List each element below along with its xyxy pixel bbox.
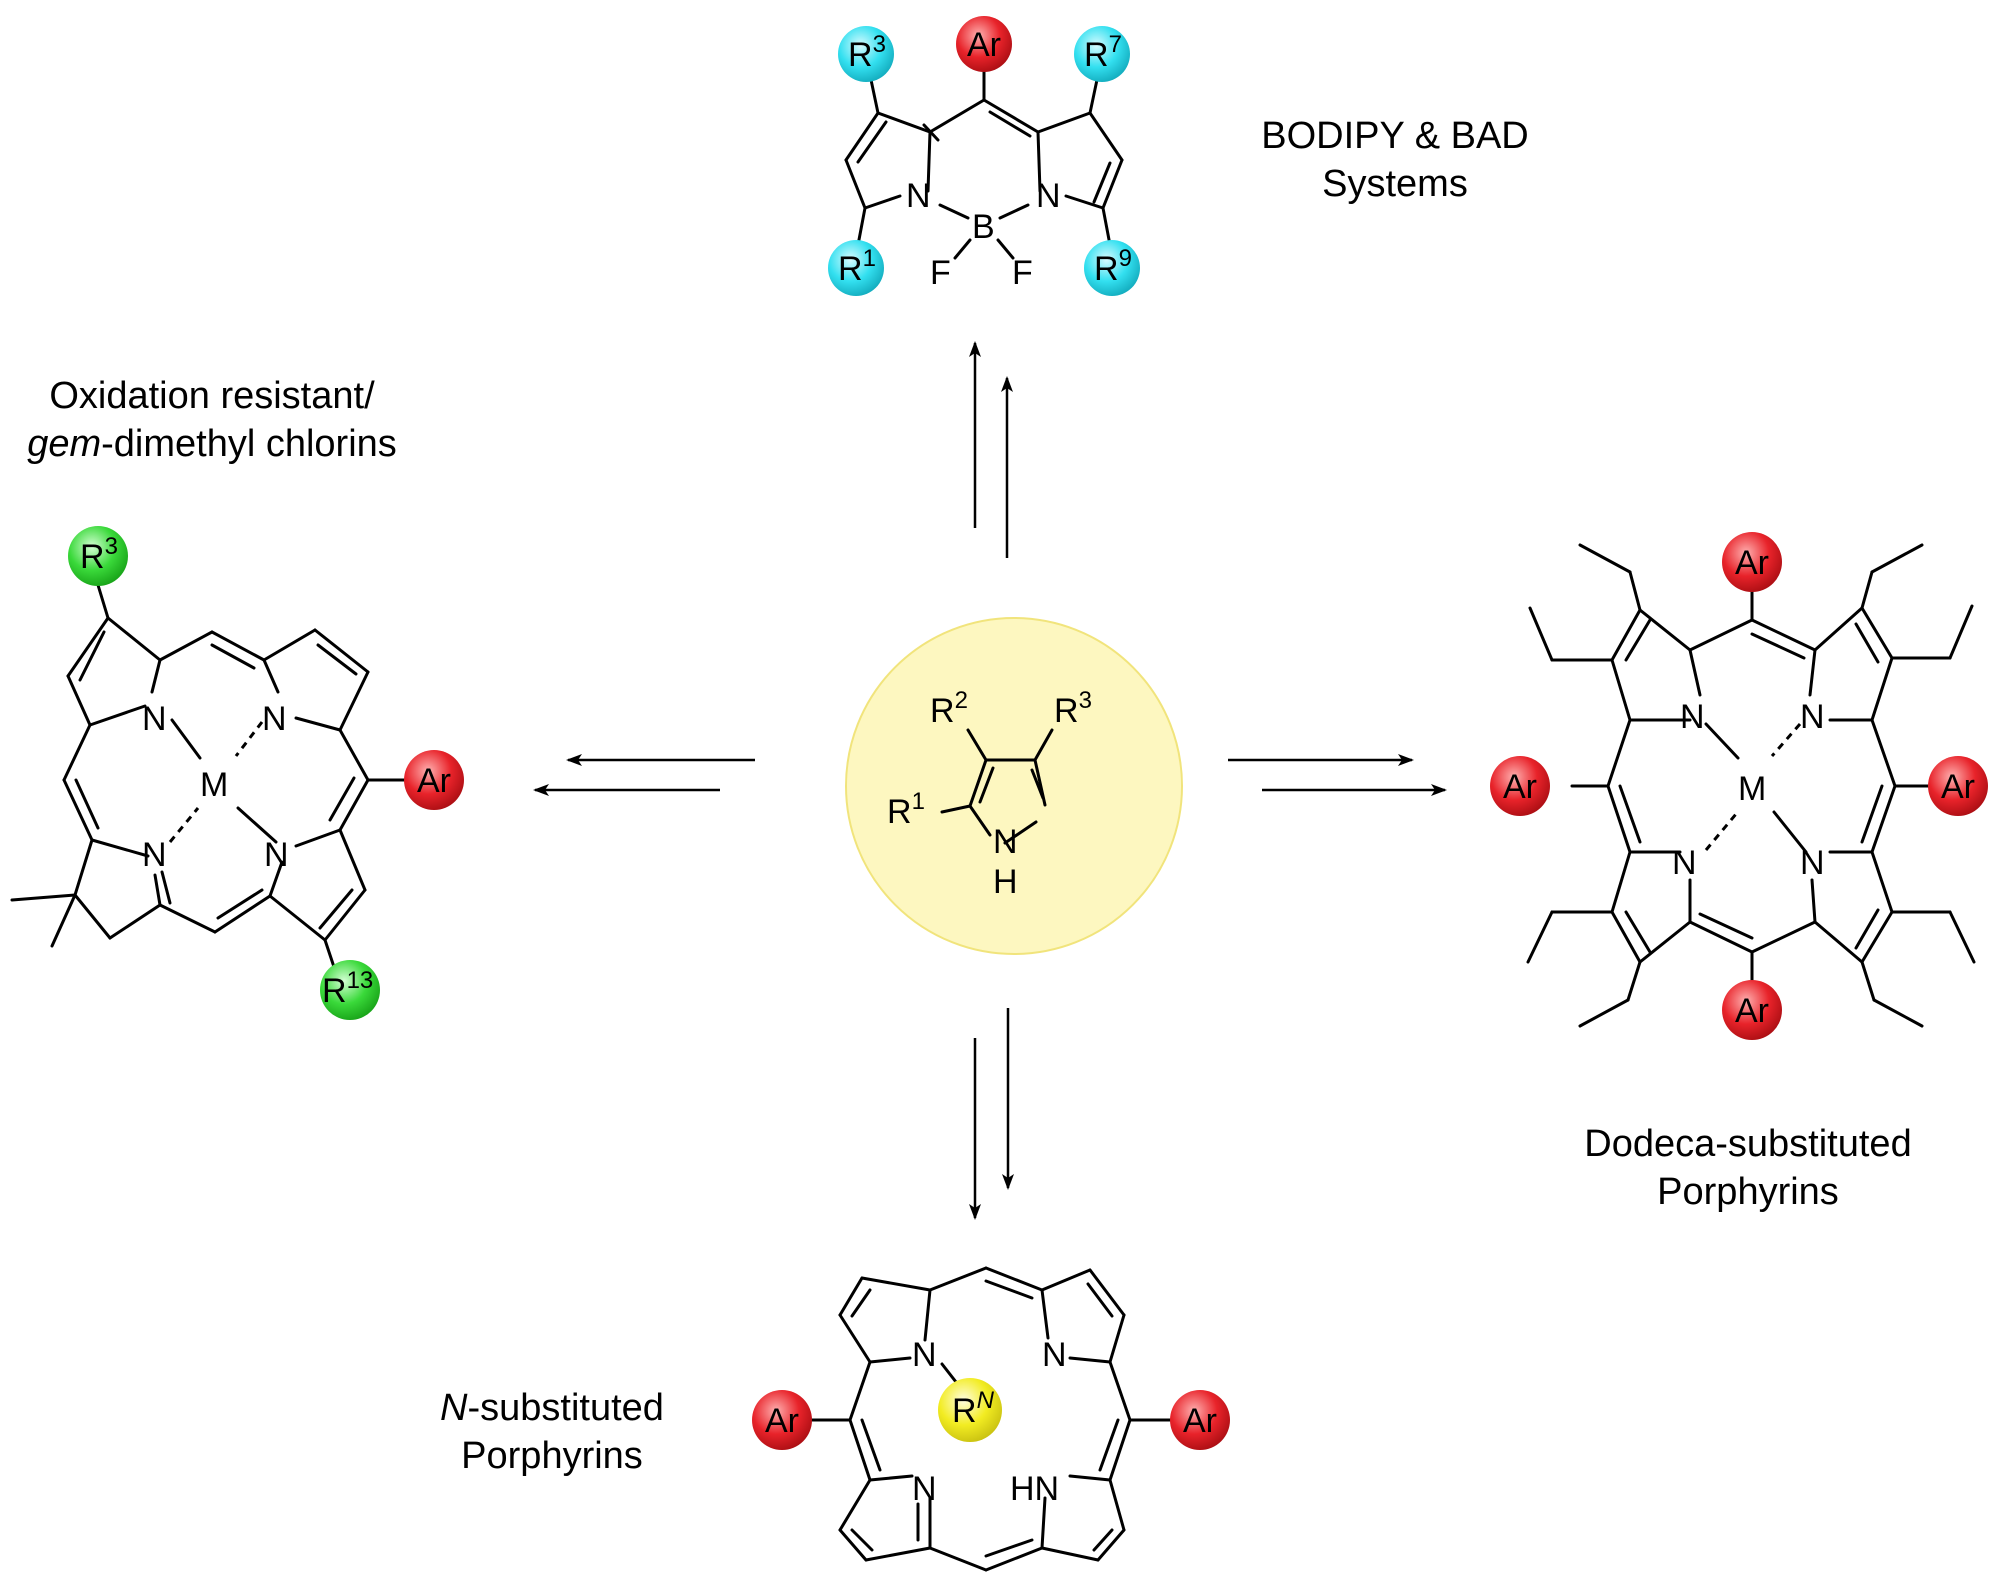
chlorin-n-br: N [264, 836, 289, 874]
bodipy-n-right: N [1036, 177, 1061, 215]
chlorin-m: M [200, 766, 228, 804]
dodeca-n-bl: N [1672, 844, 1697, 882]
dodeca-ar-bottom-badge: Ar [1722, 980, 1782, 1040]
chlorin-r13-label: R13 [322, 967, 373, 1010]
nsub-ar-right-badge: Ar [1170, 1390, 1230, 1450]
bodipy-caption-line1: BODIPY & BAD [1261, 115, 1529, 157]
pyrrole-ring-bonds [940, 728, 1054, 845]
dodeca-ar-top-badge: Ar [1722, 532, 1782, 592]
bodipy-r1-label: R1 [838, 245, 876, 288]
dodeca-bonds [1526, 543, 1976, 1028]
pyrrole-n-label: N [993, 823, 1018, 861]
nsub-hn-br: HN [1010, 1470, 1059, 1508]
bodipy-r3-label: R3 [848, 31, 886, 74]
nsub-caption-line1: N-substituted [440, 1387, 664, 1429]
bodipy-r9-badge: R9 [1084, 240, 1140, 296]
bodipy-r7-badge: R7 [1074, 26, 1130, 82]
nsub-ar-right-label: Ar [1183, 1402, 1217, 1440]
chlorin-caption-line1: Oxidation resistant/ [49, 375, 375, 417]
bodipy-caption-line2: Systems [1322, 163, 1468, 205]
nsub-caption-line2: Porphyrins [461, 1435, 643, 1477]
bodipy-f-left: F [930, 254, 951, 292]
chlorin-n-bl: N [142, 836, 167, 874]
nsub-porphyrin-structure: N N N HN Ar Ar RN [752, 1266, 1230, 1572]
dodeca-m: M [1738, 770, 1766, 808]
nsub-ar-left-label: Ar [765, 1402, 799, 1440]
chlorin-ar-label: Ar [417, 762, 451, 800]
dodeca-ar-bottom-label: Ar [1735, 992, 1769, 1030]
chlorin-ar-badge: Ar [404, 750, 464, 810]
chlorin-bonds [10, 583, 407, 972]
chlorin-n-tl: N [142, 700, 167, 738]
pyrrole-h-label: H [993, 863, 1018, 901]
nsub-n-tl: N [912, 1336, 937, 1374]
dodeca-caption-line2: Porphyrins [1657, 1171, 1839, 1213]
chlorin-r3-badge: R3 [68, 526, 128, 586]
bodipy-r3-badge: R3 [838, 26, 894, 82]
bodipy-f-right: F [1012, 254, 1033, 292]
dodeca-caption-line1: Dodeca-substituted [1584, 1123, 1911, 1165]
dodeca-n-tl: N [1680, 698, 1705, 736]
bodipy-r1-badge: R1 [828, 240, 884, 296]
nsub-ar-left-badge: Ar [752, 1390, 812, 1450]
dodeca-ar-right-badge: Ar [1928, 756, 1988, 816]
nsub-rn-badge: RN [938, 1378, 1002, 1442]
dodeca-ar-right-label: Ar [1941, 768, 1975, 806]
pyrrole-r3-label: R3 [1054, 687, 1092, 730]
chlorin-r13-badge: R13 [320, 960, 380, 1020]
nsub-rn-label: RN [952, 1387, 995, 1430]
bodipy-r7-label: R7 [1084, 31, 1122, 74]
bodipy-n-left: N [906, 177, 931, 215]
bodipy-r9-label: R9 [1094, 245, 1132, 288]
nsub-n-bl: N [912, 1470, 937, 1508]
dodeca-ar-left-label: Ar [1503, 768, 1537, 806]
dodeca-porphyrin-structure: N N N N M Ar Ar Ar Ar [1490, 532, 1988, 1040]
nsub-n-tr: N [1042, 1336, 1067, 1374]
pyrrole-r1-label: R1 [887, 788, 925, 831]
chlorin-r3-label: R3 [80, 533, 118, 576]
center-highlight-circle [845, 617, 1183, 955]
dodeca-n-tr: N [1800, 698, 1825, 736]
dodeca-ar-top-label: Ar [1735, 544, 1769, 582]
bodipy-b: B [972, 208, 995, 246]
nsub-bonds [810, 1266, 1174, 1572]
arrows [533, 341, 1447, 1220]
pyrrole-r2-label: R2 [930, 687, 968, 730]
chlorin-caption-line2: gem-dimethyl chlorins [27, 423, 397, 465]
dodeca-n-br: N [1800, 844, 1825, 882]
dodeca-ar-left-badge: Ar [1490, 756, 1550, 816]
bodipy-structure: N N B F F Ar R3 R7 R1 R9 [828, 16, 1140, 296]
bodipy-bonds [844, 68, 1124, 260]
central-pyrrole: R2 R3 R1 N H [845, 617, 1183, 955]
chlorin-n-tr: N [262, 700, 287, 738]
chlorin-structure: N N N N M R3 Ar R13 [10, 526, 464, 1020]
bodipy-ar-label: Ar [967, 26, 1001, 64]
bodipy-ar-badge: Ar [956, 16, 1012, 72]
